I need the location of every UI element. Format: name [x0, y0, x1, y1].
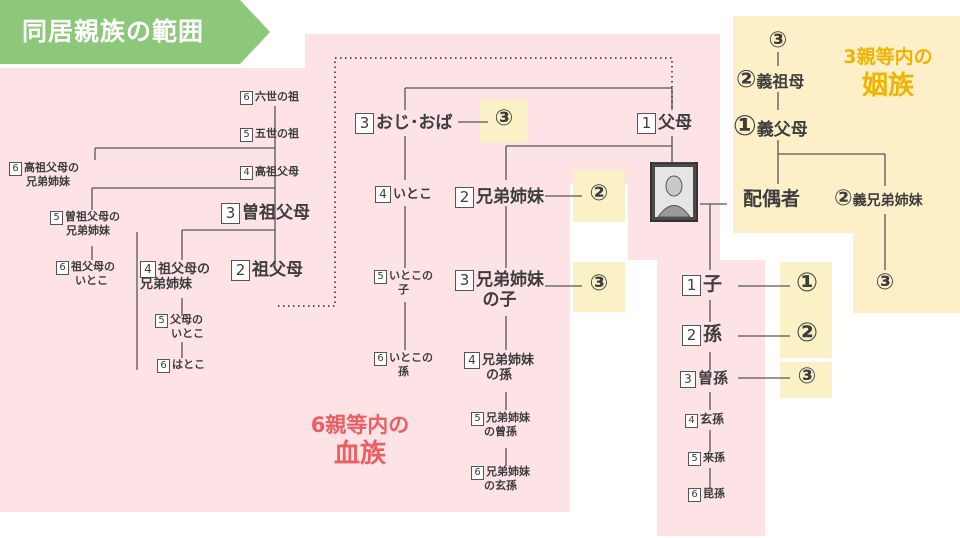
title-banner-arrow: [240, 0, 270, 64]
page-title: 同居親族の範囲: [22, 17, 205, 46]
node-gi-kyoudai: ②義兄弟姉妹: [834, 186, 923, 211]
degree-kyoudai-ko: ③: [589, 271, 609, 296]
degree-gi-top: ③: [768, 28, 788, 53]
blood-zone-descendants: [657, 260, 765, 536]
node-gi-sofubo: ②義祖母: [736, 65, 805, 93]
degree-ko: ①: [795, 268, 818, 298]
node-haiguusha: 配偶者: [743, 188, 801, 210]
blood-zone-label: 6親等内の血族: [310, 413, 410, 470]
title-banner: [0, 0, 240, 64]
degree-mago: ②: [795, 318, 818, 348]
node-gi-fubo: ①義父母: [733, 109, 808, 142]
degree-box-mago: [780, 312, 832, 358]
degree-box-himago: [780, 362, 832, 398]
degree-ojioba: ③: [494, 106, 514, 131]
blood-zone-left: [0, 68, 345, 512]
degree-box-ojioba: [480, 100, 528, 142]
degree-box-kyoudai-ko: [573, 262, 625, 312]
affinity-zone-label: 3親等内の姻族: [843, 46, 933, 101]
degree-himago: ③: [797, 364, 817, 389]
degree-box-ko: [780, 262, 832, 312]
affinity-zone: [733, 16, 960, 233]
degree-kyoudai: ②: [589, 181, 609, 206]
degree-gi-kyoudai-ko: ③: [875, 270, 895, 295]
blood-zone-middle: [345, 184, 570, 512]
affinity-zone-lower: [853, 233, 960, 313]
person-portrait-icon: [650, 154, 698, 222]
